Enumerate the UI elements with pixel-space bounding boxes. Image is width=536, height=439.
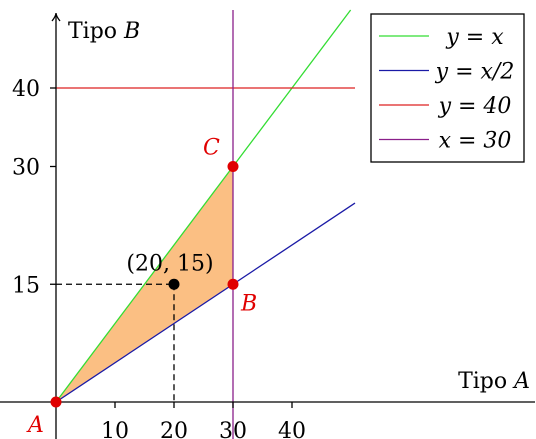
y-axis-arrow [51, 12, 61, 22]
points-layer: A B C (20, 15) [26, 136, 257, 439]
legend-label-0: y = x [445, 25, 504, 50]
point-A [50, 396, 62, 408]
legend-label-1: y = x/2 [435, 60, 515, 85]
legend: y = x y = x/2 y = 40 x = 30 [370, 13, 525, 163]
x-axis-label-text: Tipo [458, 369, 514, 394]
marked-point-label: (20, 15) [126, 251, 213, 276]
y-axis-label-text: Tipo [68, 19, 124, 44]
x-axis-label: Tipo A [458, 369, 530, 394]
x-tick-label-40: 40 [278, 419, 306, 439]
point-B [227, 278, 239, 290]
point-C [227, 161, 239, 172]
x-axis-label-var: A [512, 369, 530, 394]
y-tick-label-15: 15 [12, 273, 40, 298]
legend-label-2: y = 40 [438, 94, 512, 119]
y-axis-label: Tipo B [68, 19, 140, 44]
legend-label-3: x = 30 [439, 129, 512, 154]
y-axis-label-var: B [123, 19, 140, 44]
marked-point [168, 278, 180, 290]
lines-layer [55, 9, 356, 439]
series-line-0 [55, 9, 352, 403]
x-tick-label-20: 20 [160, 419, 188, 439]
x-tick-label-30: 30 [219, 419, 247, 439]
point-label-B: B [240, 291, 257, 316]
point-label-A: A [26, 413, 44, 438]
legend-box [370, 13, 525, 163]
series-line-1 [55, 202, 356, 403]
y-tick-label-40: 40 [12, 77, 40, 102]
point-label-C: C [203, 136, 220, 161]
x-tick-label-10: 10 [101, 419, 129, 439]
y-tick-label-30: 30 [12, 156, 40, 181]
ticks-layer: 10 20 30 40 15 30 40 [12, 77, 306, 439]
